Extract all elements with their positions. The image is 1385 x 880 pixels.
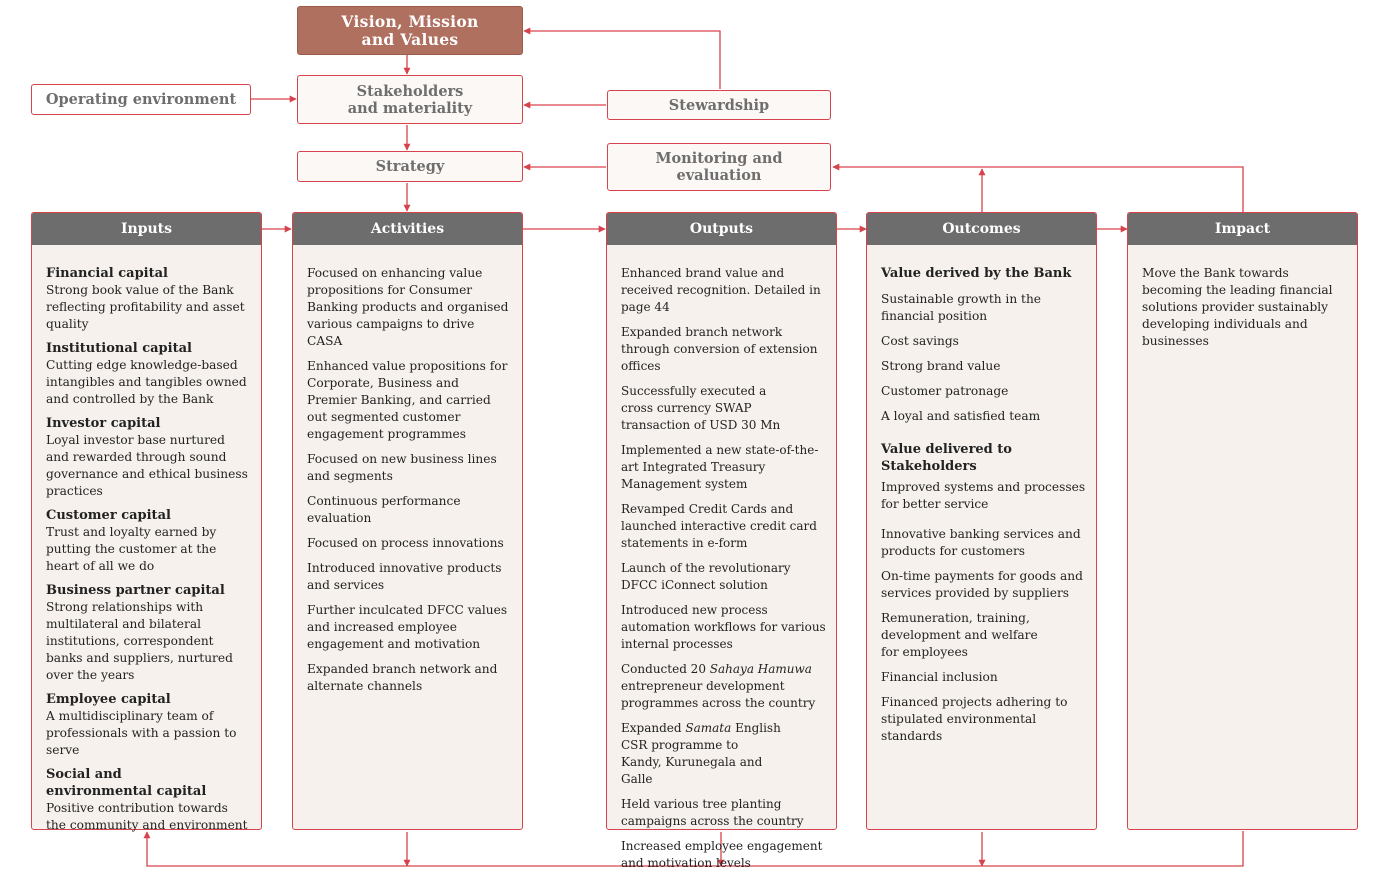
section-title: Value derived by the Bank <box>881 266 1072 281</box>
capital-title: Financial capital <box>46 266 168 281</box>
list-item: Enhanced value propositions for Corporat… <box>307 359 508 441</box>
capital-text: Cutting edge knowledge-based intangibles… <box>46 358 247 406</box>
list-item: Expanded Samata English CSR programme to… <box>621 720 781 788</box>
outcomes-body: Value derived by the Bank Sustainable gr… <box>867 245 1096 745</box>
capital-text: Loyal investor base nurtured and rewarde… <box>46 433 248 498</box>
activities-header: Activities <box>293 213 522 245</box>
inputs-body: Financial capital Strong book value of t… <box>32 245 261 834</box>
list-item: A loyal and satisfied team <box>881 409 1041 423</box>
capital-item: Social and environmental capital Positiv… <box>46 766 251 834</box>
list-item: Financed projects adhering to stipulated… <box>881 695 1068 743</box>
list-item: Focused on enhancing value propositions … <box>307 266 509 348</box>
list-item: Successfully executed a cross currency S… <box>621 384 781 432</box>
capital-item: Customer capital Trust and loyalty earne… <box>46 507 251 575</box>
list-item: Expanded branch network and alternate ch… <box>307 662 498 693</box>
list-item: Customer patronage <box>881 384 1009 398</box>
inputs-column: Inputs Financial capital Strong book val… <box>31 212 262 832</box>
text-emphasis: Sahaya Hamuwa <box>709 662 812 676</box>
stakeholders-label: Stakeholders and materiality <box>347 82 473 117</box>
list-item: Enhanced brand value and received recogn… <box>621 266 821 314</box>
stakeholders-materiality-box: Stakeholders and materiality <box>297 75 523 124</box>
capital-item: Business partner capital Strong relation… <box>46 582 251 684</box>
activities-body: Focused on enhancing value propositions … <box>293 245 522 695</box>
capital-title: Social and environmental capital <box>46 767 207 799</box>
text-span: English CSR programme to Kandy, Kurunega… <box>621 721 781 786</box>
list-item: Conducted 20 Sahaya Hamuwa entrepreneur … <box>621 661 826 712</box>
impact-text: Move the Bank towards becoming the leadi… <box>1142 266 1333 348</box>
text-span: Expanded <box>621 721 686 735</box>
section-title: Value delivered to Stakeholders <box>881 442 1012 474</box>
outputs-column: Outputs Enhanced brand value and receive… <box>606 212 837 870</box>
text-span: entrepreneur development programmes acro… <box>621 679 816 710</box>
strategy-label: Strategy <box>375 158 445 175</box>
list-item: Sustainable growth in the financial posi… <box>881 292 1042 323</box>
capital-item: Investor capital Loyal investor base nur… <box>46 415 251 500</box>
list-item: Continuous performance evaluation <box>307 494 461 525</box>
list-item: Further inculcated DFCC values and incre… <box>307 603 508 651</box>
vision-label: Vision, Mission and Values <box>341 11 479 49</box>
capital-title: Investor capital <box>46 416 161 431</box>
list-item: Innovative banking services and products… <box>881 527 1081 558</box>
capital-text: A multidisciplinary team of professional… <box>46 709 237 757</box>
list-item: Strong brand value <box>881 359 1001 373</box>
capital-title: Business partner capital <box>46 583 225 598</box>
list-item: Introduced new process automation workfl… <box>621 603 826 651</box>
outcomes-header: Outcomes <box>867 213 1096 245</box>
list-item: Introduced innovative products and servi… <box>307 561 502 592</box>
list-item: Cost savings <box>881 334 959 348</box>
list-item: Revamped Credit Cards and launched inter… <box>621 502 817 550</box>
arrow-stewardship-vision <box>523 27 721 89</box>
capital-text: Strong relationships with multilateral a… <box>46 600 233 682</box>
list-item: Held various tree planting campaigns acr… <box>621 797 804 828</box>
list-item: Financial inclusion <box>881 670 998 684</box>
capital-item: Institutional capital Cutting edge knowl… <box>46 340 251 408</box>
feedback-loop-line <box>143 831 1244 867</box>
operating-environment-box: Operating environment <box>31 84 251 115</box>
capital-text: Positive contribution towards the commun… <box>46 801 248 832</box>
stewardship-label: Stewardship <box>668 96 770 114</box>
text-span: Conducted 20 <box>621 662 710 676</box>
monitoring-label: Monitoring and evaluation <box>655 150 783 184</box>
outputs-header: Outputs <box>607 213 836 245</box>
capital-text: Trust and loyalty earned by putting the … <box>46 525 217 573</box>
list-item: Remuneration, training, development and … <box>881 611 1038 659</box>
impact-body: Move the Bank towards becoming the leadi… <box>1128 245 1357 350</box>
capital-title: Institutional capital <box>46 341 192 356</box>
list-item: Increased employee engagement and motiva… <box>621 839 823 870</box>
list-item: Launch of the revolutionary DFCC iConnec… <box>621 561 791 592</box>
list-item: Expanded branch network through conversi… <box>621 325 818 373</box>
capital-title: Employee capital <box>46 692 171 707</box>
outcomes-column: Outcomes Value derived by the Bank Susta… <box>866 212 1097 830</box>
capital-title: Customer capital <box>46 508 171 523</box>
impact-column: Impact Move the Bank towards becoming th… <box>1127 212 1358 830</box>
list-item: Focused on new business lines and segmen… <box>307 452 497 483</box>
capital-item: Employee capital A multidisciplinary tea… <box>46 691 251 759</box>
impact-header: Impact <box>1128 213 1357 245</box>
capital-item: Financial capital Strong book value of t… <box>46 265 251 333</box>
capital-text: Strong book value of the Bank reflecting… <box>46 283 245 331</box>
stewardship-box: Stewardship <box>607 90 831 120</box>
list-item: Improved systems and processes for bette… <box>881 480 1086 511</box>
arrow-impact-monitoring <box>832 163 1244 212</box>
vision-mission-values-box: Vision, Mission and Values <box>297 6 523 55</box>
list-item: On-time payments for goods and services … <box>881 569 1083 600</box>
operating-label: Operating environment <box>45 91 237 108</box>
activities-column: Activities Focused on enhancing value pr… <box>292 212 523 830</box>
list-item: Focused on process innovations <box>307 536 504 550</box>
inputs-header: Inputs <box>32 213 261 245</box>
monitoring-evaluation-box: Monitoring and evaluation <box>607 143 831 191</box>
text-emphasis: Samata <box>685 721 732 735</box>
outputs-body: Enhanced brand value and received recogn… <box>607 245 836 872</box>
list-item: Implemented a new state-of-the-art Integ… <box>621 443 819 491</box>
strategy-box: Strategy <box>297 151 523 182</box>
